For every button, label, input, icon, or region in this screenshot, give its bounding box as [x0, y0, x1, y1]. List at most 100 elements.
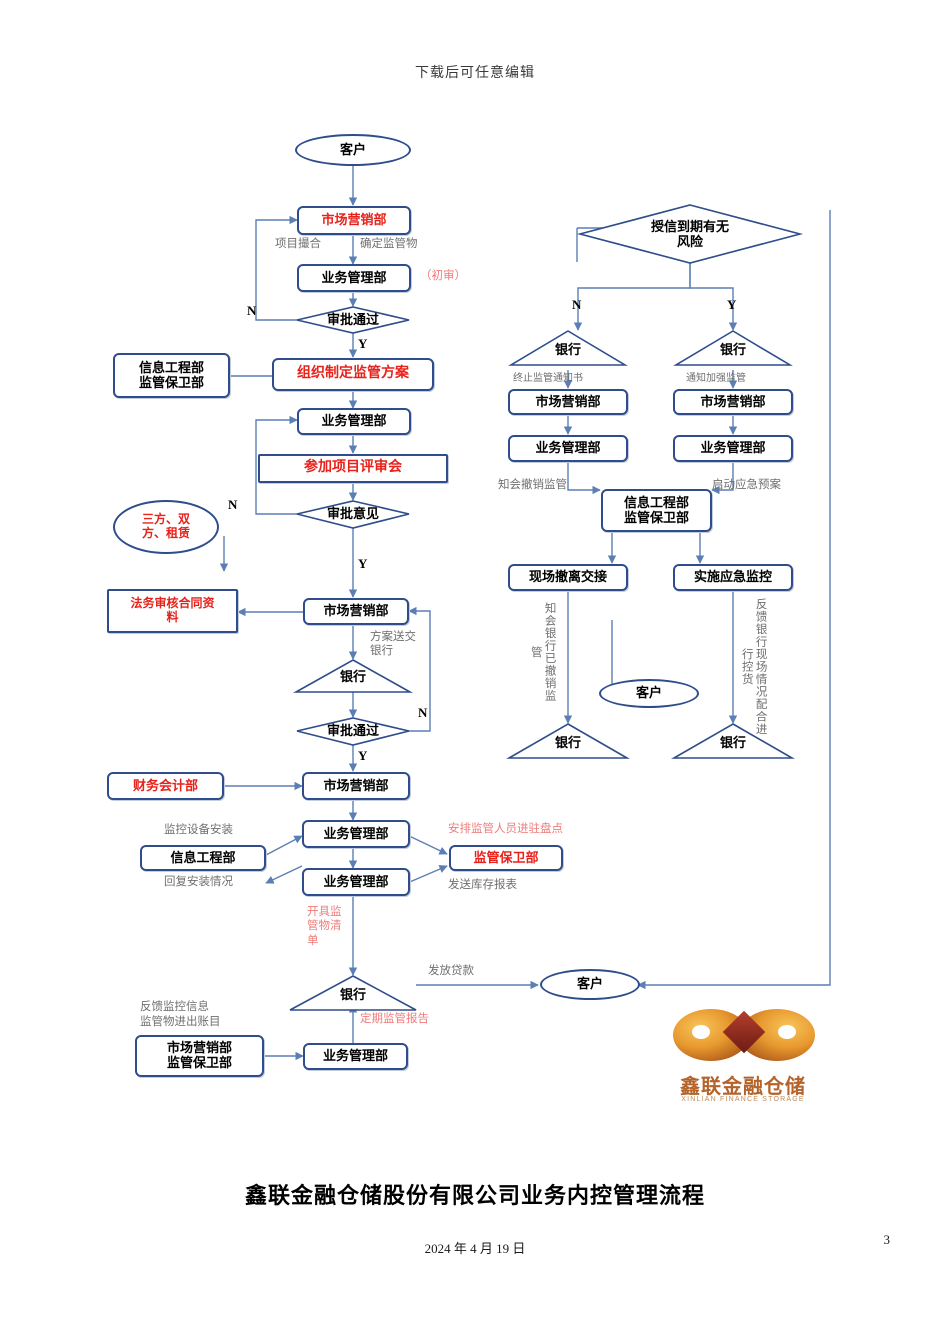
node-business-dept-2[interactable]: 业务管理部: [297, 408, 411, 435]
node-label-line2: 方、租赁: [141, 526, 190, 540]
node-label: 参加项目评审会: [304, 460, 402, 476]
edge-label-notify-cancel: 知会撤销监管: [498, 479, 567, 491]
node-emergency-monitoring[interactable]: 实施应急监控: [673, 564, 793, 591]
node-tripartite-bilateral-lease[interactable]: 三方、双 方、租赁: [113, 500, 219, 554]
node-right-market-dept-y[interactable]: 市场营销部: [673, 389, 793, 415]
document-date: 2024 年 4 月 19 日: [424, 1241, 526, 1256]
branch-label-opinion-y: Y: [358, 556, 368, 571]
node-label: 现场撤离交接: [528, 569, 607, 585]
node-business-dept-5[interactable]: 业务管理部: [303, 1043, 408, 1070]
node-site-handover[interactable]: 现场撤离交接: [508, 564, 628, 591]
infinity-logo-icon: [673, 1009, 815, 1061]
branch-label-approve1-y: Y: [358, 336, 368, 351]
edge-label-arrange-staff: 安排监管人员进驻盘点: [448, 823, 563, 835]
diamond-risk: [576, 204, 804, 264]
branch-label-approve2-n: N: [418, 705, 428, 720]
node-right-business-dept-n[interactable]: 业务管理部: [508, 435, 628, 462]
node-label: 业务管理部: [700, 440, 766, 456]
node-label-line2: 监管保卫部: [166, 1055, 232, 1070]
edge-label-terminate-notice: 终止监管通知书: [513, 373, 583, 384]
diamond-opinion: [296, 500, 410, 529]
node-business-dept-3[interactable]: 业务管理部: [302, 820, 410, 848]
edge-label-enhance-supervision: 通知加强监管: [686, 373, 746, 384]
edge-label-issue-loan: 发放贷款: [428, 965, 474, 977]
node-label: 市场营销部: [323, 603, 389, 619]
edge-label-first-review: （初审）: [420, 270, 466, 282]
node-label: 市场营销部: [535, 393, 601, 409]
branch-label-risk-y: Y: [727, 297, 737, 312]
node-label: 业务管理部: [535, 440, 601, 456]
edge-label-feedback-bank-site: 反馈银行现场情况配合进行控货: [740, 598, 767, 736]
page-number: 3: [883, 1232, 891, 1247]
node-market-dept-1[interactable]: 市场营销部: [297, 206, 411, 235]
flowchart-canvas: 客户 市场营销部 业务管理部 审批通过 信息工程部 监管保卫部 组织制定监管方案…: [107, 134, 831, 1077]
node-label: 市场营销部: [700, 393, 766, 409]
node-market-dept-2[interactable]: 市场营销部: [303, 598, 409, 625]
node-right-business-dept-y[interactable]: 业务管理部: [673, 435, 793, 462]
node-label-line1: 信息工程部: [623, 494, 689, 510]
node-right-info-guard-dept[interactable]: 信息工程部 监管保卫部: [601, 489, 712, 532]
node-label-line2: 监管保卫部: [138, 374, 204, 390]
branch-label-approve2-y: Y: [358, 748, 368, 763]
branch-label-risk-n: N: [572, 297, 582, 312]
edge-label-send-inventory: 发送库存报表: [448, 879, 517, 891]
branch-label-approve1-n: N: [247, 303, 257, 318]
node-supervision-guard-dept[interactable]: 监管保卫部: [449, 845, 563, 871]
node-label: 业务管理部: [323, 825, 389, 841]
logo-chinese-name: 鑫联金融仓储: [680, 1076, 806, 1098]
node-label-line1: 信息工程部: [138, 359, 204, 375]
edge-label-start-emergency-plan: 启动应急预案: [712, 479, 781, 491]
edge-label-notify-bank-cancelled: 知会银行已撤销监管: [529, 602, 556, 702]
node-label: 实施应急监控: [693, 569, 772, 585]
branch-label-opinion-n: N: [228, 497, 238, 512]
node-label: 财务会计部: [132, 777, 198, 793]
triangle-bank1: [292, 659, 414, 693]
node-label-line1: 市场营销部: [166, 1040, 232, 1056]
node-label: 业务管理部: [322, 1048, 388, 1064]
triangle-rbank-b1: [506, 723, 630, 759]
company-logo: 鑫联金融仓储 XINLIAN FINANCE STORAGE: [655, 1008, 831, 1120]
node-label: 信息工程部: [170, 849, 236, 865]
node-market-guard-dept[interactable]: 市场营销部 监管保卫部: [135, 1035, 264, 1077]
node-legal-contract-review[interactable]: 法务审核合同资 料: [107, 589, 238, 633]
document-title: 鑫联金融仓储股份有限公司业务内控管理流程: [244, 1183, 705, 1208]
edge-label-project-matching: 项目撮合: [275, 238, 321, 250]
node-customer-2[interactable]: 客户: [540, 969, 640, 1000]
node-customer[interactable]: 客户: [295, 134, 411, 166]
node-label-line2: 监管保卫部: [623, 509, 689, 525]
triangle-rbank-y: [673, 330, 793, 366]
node-label-line2: 料: [166, 610, 179, 624]
diamond-approve1: [296, 306, 410, 334]
node-project-review-meeting[interactable]: 参加项目评审会: [258, 454, 448, 483]
node-right-market-dept-n[interactable]: 市场营销部: [508, 389, 628, 415]
node-label-line1: 三方、双: [141, 512, 190, 527]
node-business-dept-4[interactable]: 业务管理部: [302, 868, 410, 896]
node-info-engineering-dept[interactable]: 信息工程部: [140, 845, 266, 871]
node-market-dept-3[interactable]: 市场营销部: [302, 772, 410, 800]
node-finance-accounting-dept[interactable]: 财务会计部: [107, 772, 224, 800]
node-business-dept-1[interactable]: 业务管理部: [297, 264, 411, 292]
node-label: 监管保卫部: [473, 849, 539, 865]
node-label: 市场营销部: [321, 212, 387, 228]
edge-label-issue-goods-list: 开具监管物清单: [307, 906, 342, 947]
node-create-supervision-plan[interactable]: 组织制定监管方案: [272, 358, 434, 391]
edge-label-equipment-install: 监控设备安装: [164, 824, 233, 836]
triangle-rbank-b2: [671, 723, 795, 759]
flow-connectors: [219, 166, 831, 1061]
node-label: 客户: [339, 141, 366, 157]
logo-english-name: XINLIAN FINANCE STORAGE: [681, 1096, 805, 1103]
edge-label-periodic-report: 定期监管报告: [360, 1013, 429, 1025]
node-label: 客户: [635, 685, 662, 701]
node-label-line1: 法务审核合同资: [130, 596, 215, 611]
edge-label-plan-to-bank: 方案送交银行: [370, 631, 416, 657]
edge-label-confirm-goods: 确定监管物: [360, 238, 418, 250]
node-label: 业务管理部: [321, 269, 387, 285]
triangle-rbank-n: [508, 330, 628, 366]
node-right-customer[interactable]: 客户: [599, 679, 699, 708]
triangle-bank2: [289, 975, 417, 1011]
node-label: 业务管理部: [321, 413, 387, 429]
node-info-guard-dept-1[interactable]: 信息工程部 监管保卫部: [113, 353, 230, 398]
node-label: 市场营销部: [323, 777, 389, 793]
node-label: 客户: [576, 976, 603, 992]
